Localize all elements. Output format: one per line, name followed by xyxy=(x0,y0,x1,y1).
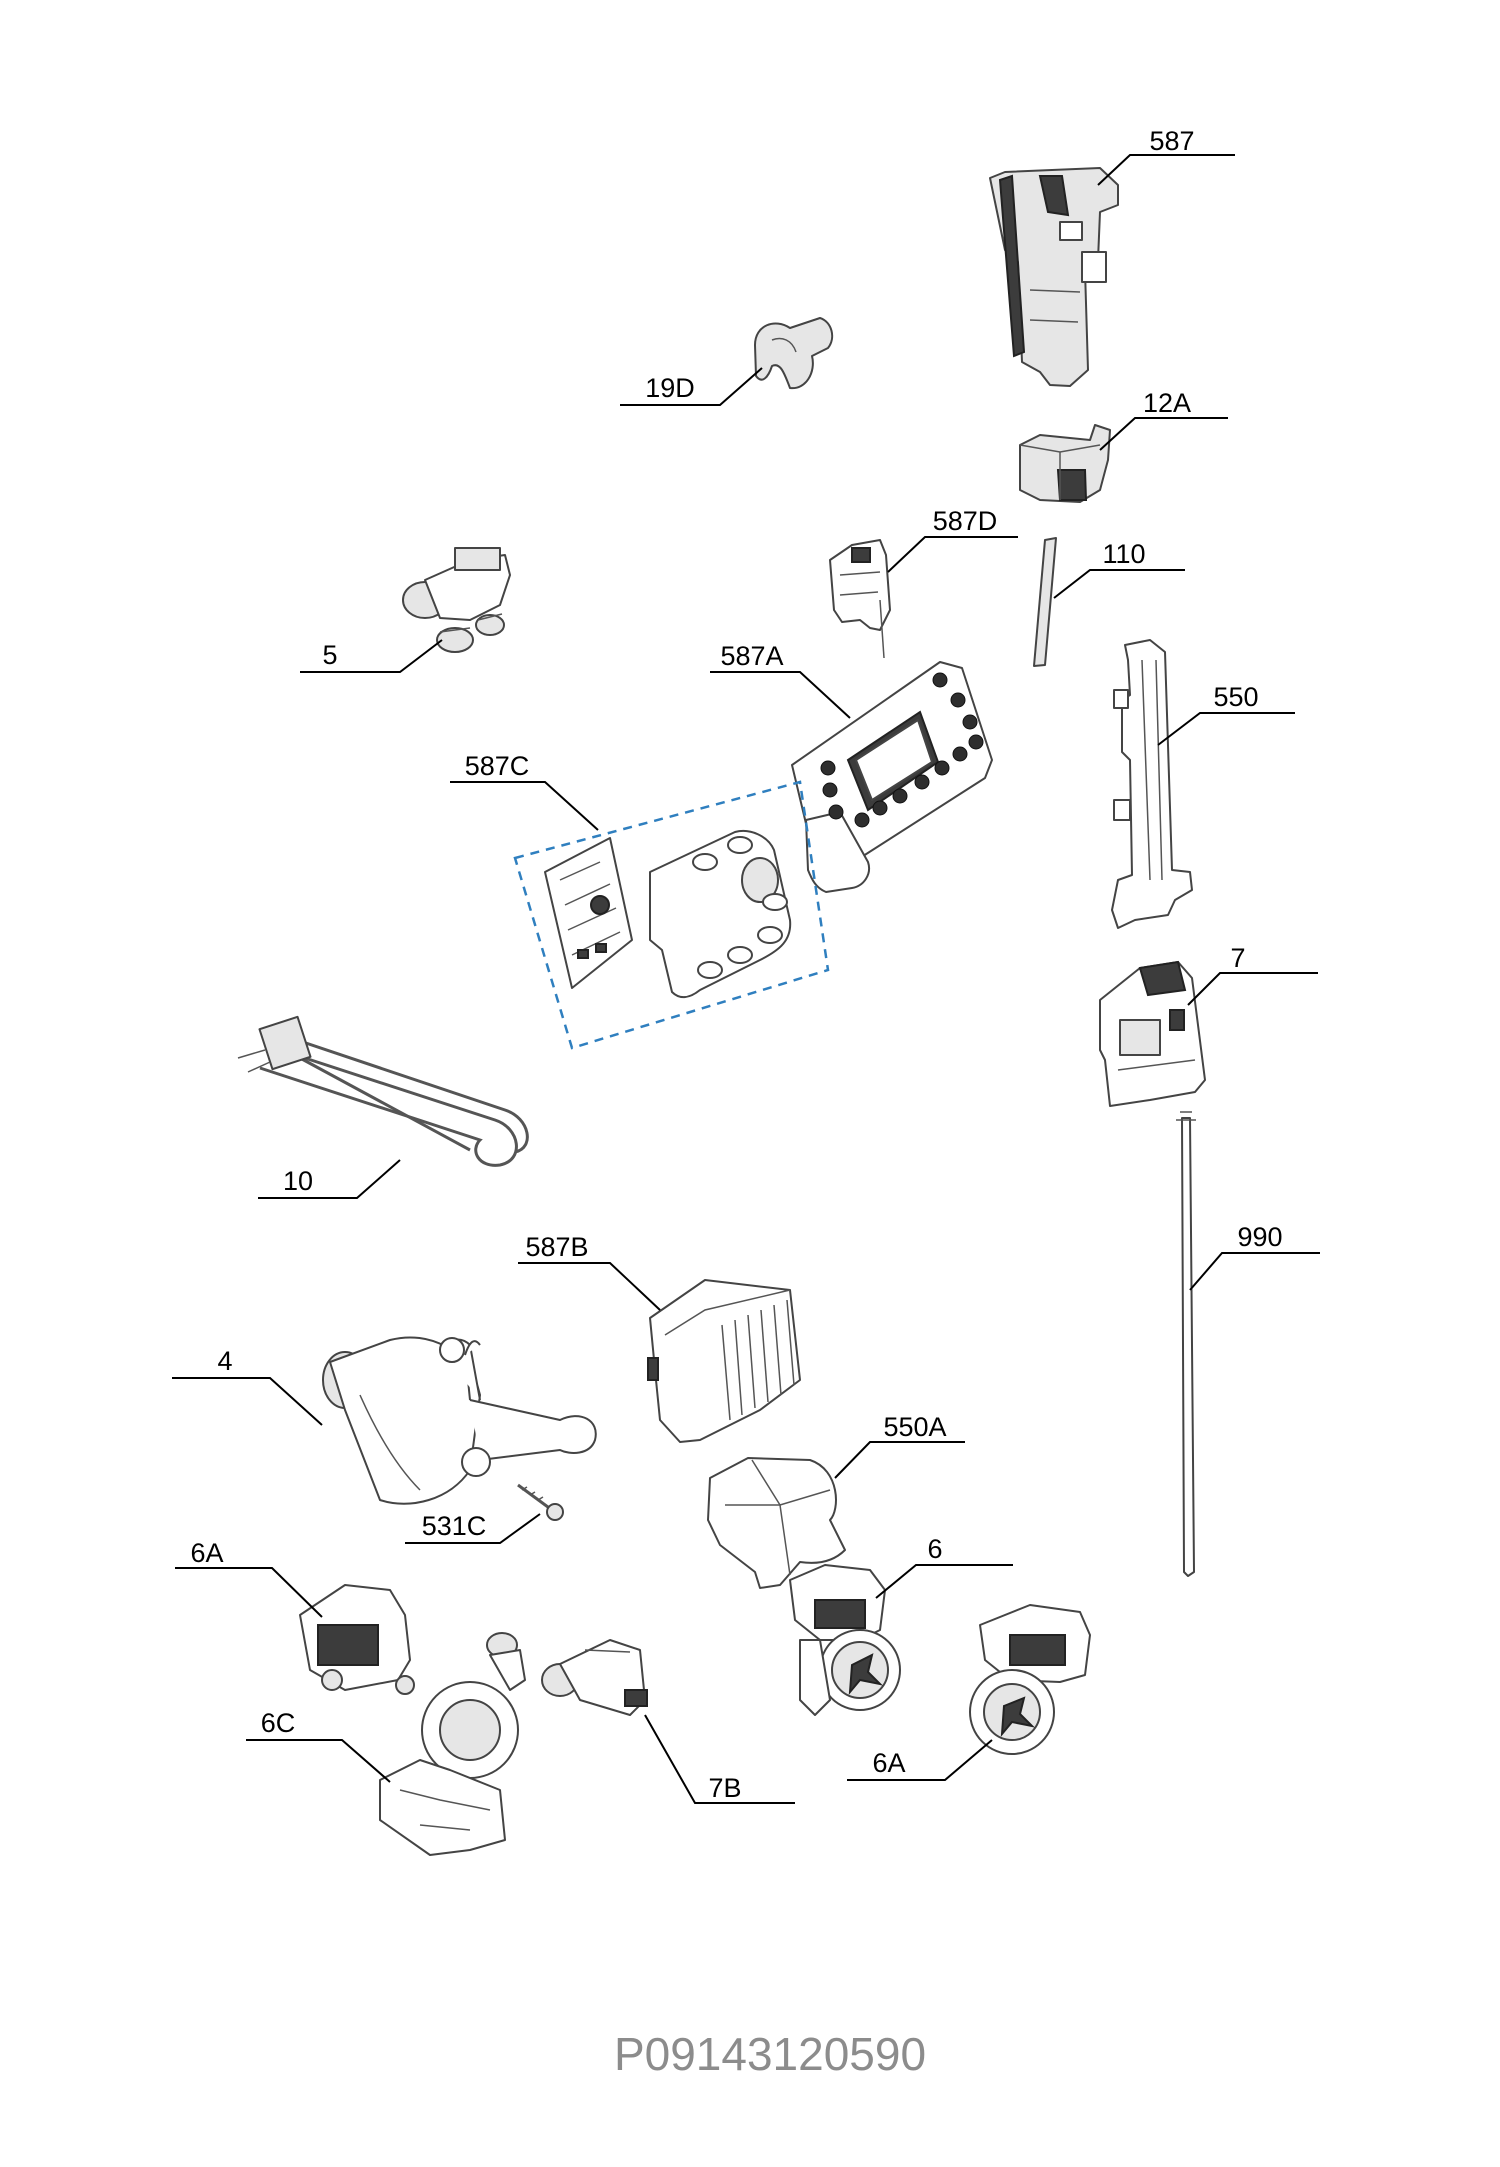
svg-text:990: 990 xyxy=(1237,1222,1282,1252)
part-587A-illustration xyxy=(791,661,993,893)
callout-587B: 587B xyxy=(518,1232,661,1311)
svg-text:587B: 587B xyxy=(525,1232,588,1262)
callout-990: 990 xyxy=(1189,1222,1320,1291)
part-19D-illustration xyxy=(754,317,834,390)
callout-7: 7 xyxy=(1187,943,1318,1006)
group-587C-box xyxy=(513,780,830,1050)
callout-6C: 6C xyxy=(246,1708,391,1783)
part-10-illustration xyxy=(237,1015,529,1167)
callout-110: 110 xyxy=(1053,539,1185,599)
part-587-illustration xyxy=(989,167,1119,387)
part-587B-illustration xyxy=(647,1279,801,1443)
svg-text:6C: 6C xyxy=(261,1708,296,1738)
callout-550A: 550A xyxy=(834,1412,965,1479)
svg-text:587A: 587A xyxy=(720,641,783,671)
part-5-illustration xyxy=(402,547,511,653)
part-12A-illustration xyxy=(1019,424,1111,503)
svg-text:7B: 7B xyxy=(708,1773,741,1803)
callout-587A: 587A xyxy=(710,641,851,719)
callout-5: 5 xyxy=(300,639,443,673)
callout-587C: 587C xyxy=(450,751,599,831)
callout-587D: 587D xyxy=(887,506,1018,573)
callout-4: 4 xyxy=(172,1346,323,1426)
svg-text:110: 110 xyxy=(1102,539,1145,569)
svg-text:10: 10 xyxy=(283,1166,313,1196)
part-6C-illustration xyxy=(379,1632,526,1856)
part-6A-right-illustration xyxy=(969,1604,1091,1755)
svg-text:531C: 531C xyxy=(422,1511,487,1541)
callout-12A: 12A xyxy=(1099,388,1228,451)
svg-text:6A: 6A xyxy=(190,1538,223,1568)
callout-550: 550 xyxy=(1157,682,1295,746)
part-550A-illustration xyxy=(707,1457,846,1589)
pcb-board xyxy=(544,837,633,989)
svg-text:550A: 550A xyxy=(883,1412,946,1442)
callout-19D: 19D xyxy=(620,367,763,406)
part-6A-left-illustration xyxy=(299,1584,415,1695)
svg-text:6: 6 xyxy=(927,1534,942,1564)
part-110-illustration xyxy=(1033,537,1057,667)
callout-6A-right: 6A xyxy=(847,1739,993,1781)
part-7B-illustration xyxy=(541,1639,648,1716)
part-531C-illustration xyxy=(517,1483,564,1521)
svg-text:19D: 19D xyxy=(645,373,695,403)
callout-587: 587 xyxy=(1097,126,1235,186)
part-587C-group xyxy=(513,780,830,1050)
svg-text:6A: 6A xyxy=(872,1748,905,1778)
svg-text:587: 587 xyxy=(1149,126,1194,156)
diagram-reference-code: P09143120590 xyxy=(614,2028,926,2080)
svg-text:587C: 587C xyxy=(465,751,530,781)
svg-text:12A: 12A xyxy=(1143,388,1191,418)
callout-531C: 531C xyxy=(405,1511,541,1544)
svg-text:4: 4 xyxy=(217,1346,232,1376)
callout-10: 10 xyxy=(258,1159,401,1199)
svg-text:7: 7 xyxy=(1230,943,1245,973)
svg-text:550: 550 xyxy=(1213,682,1258,712)
callout-6A-left: 6A xyxy=(175,1538,323,1618)
part-990-illustration xyxy=(1176,1111,1196,1577)
part-4-illustration xyxy=(322,1336,597,1505)
callout-6: 6 xyxy=(875,1534,1013,1599)
callout-7B: 7B xyxy=(644,1714,795,1804)
part-6-illustration xyxy=(789,1564,901,1716)
svg-text:587D: 587D xyxy=(933,506,998,536)
part-7-illustration xyxy=(1099,960,1206,1107)
svg-text:5: 5 xyxy=(322,640,337,670)
part-587D-illustration xyxy=(829,539,891,659)
part-550-illustration xyxy=(1111,639,1193,929)
